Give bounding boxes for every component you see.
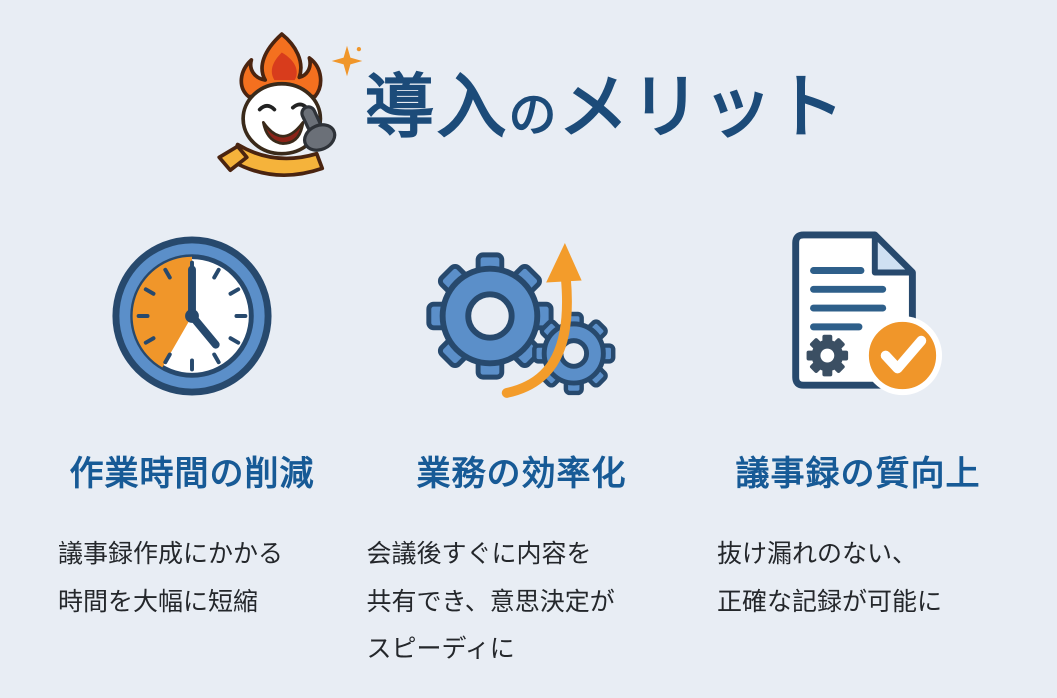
benefit-description: 抜け漏れのない、 正確な記録が可能に (717, 540, 943, 616)
title-particle: の (508, 89, 559, 142)
benefit-description: 議事録作成にかかる 時間を大幅に短縮 (58, 540, 284, 616)
benefit-heading: 作業時間の削減 (69, 455, 315, 493)
benefits-row: 作業時間の削減 議事録作成にかかる 時間を大幅に短縮 (0, 192, 1057, 674)
clock-icon (58, 210, 326, 422)
title-part-1: 導入 (364, 68, 509, 146)
title-part-2: メリット (558, 68, 847, 146)
mascot-illustration (217, 31, 337, 177)
header: 導入のメリット (0, 22, 1057, 192)
benefit-description: 会議後すぐに内容を 共有でき、意思決定が スピーディに (366, 540, 615, 663)
gears-growth-arrow-icon (367, 210, 677, 422)
benefit-heading: 議事録の質向上 (735, 455, 981, 493)
benefit-column-time-reduction: 作業時間の削減 議事録作成にかかる 時間を大幅に短縮 (58, 210, 326, 674)
page-title: 導入のメリット (364, 72, 846, 142)
benefit-column-efficiency: 業務の効率化 会議後すぐに内容を 共有でき、意思決定が スピーディに (367, 210, 677, 674)
benefit-heading: 業務の効率化 (416, 455, 627, 493)
document-check-icon (717, 210, 999, 422)
benefit-column-quality: 議事録の質向上 抜け漏れのない、 正確な記録が可能に (717, 210, 999, 674)
mascot-character-icon (210, 30, 363, 185)
sparkle-icon (330, 44, 364, 83)
